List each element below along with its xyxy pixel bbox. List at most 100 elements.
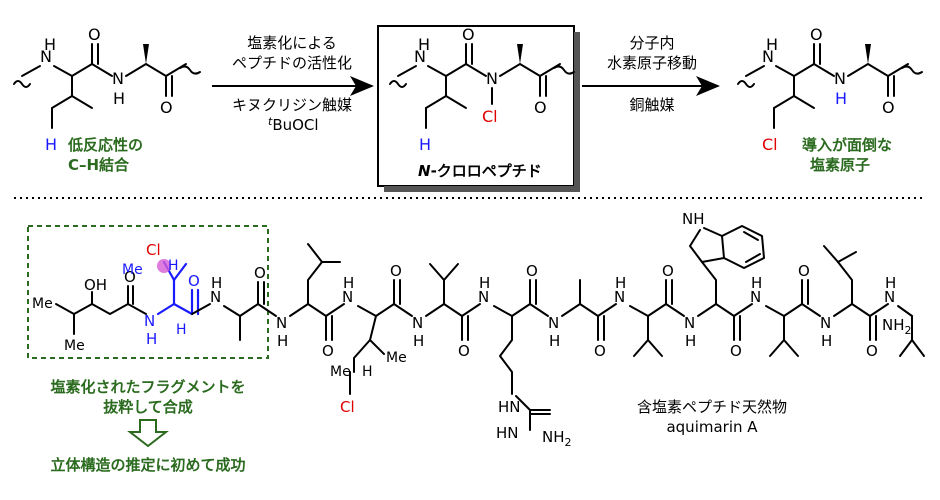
svg-text:N: N: [548, 314, 559, 332]
wavy-bond-right: [179, 65, 201, 75]
svg-text:O: O: [322, 342, 334, 360]
svg-text:H: H: [277, 332, 288, 350]
svg-text:NH: NH: [682, 210, 705, 228]
svg-text:N: N: [762, 47, 774, 66]
svg-text:O: O: [798, 262, 810, 280]
atom-n: N: [112, 69, 124, 88]
svg-text:Me: Me: [386, 350, 407, 366]
svg-text:H: H: [615, 274, 626, 292]
svg-text:O: O: [124, 268, 136, 286]
svg-text:HN: HN: [496, 424, 519, 442]
svg-text:N: N: [412, 314, 423, 332]
svg-text:N: N: [884, 288, 895, 306]
n-chloropeptide-box: N H O N Cl O H N-クロロペプチド: [377, 25, 580, 192]
svg-text:O: O: [534, 98, 547, 117]
svg-text:N: N: [144, 312, 155, 330]
svg-text:H: H: [418, 35, 430, 54]
svg-text:O: O: [594, 342, 606, 360]
svg-text:N: N: [342, 288, 353, 306]
svg-text:N: N: [834, 69, 846, 88]
svg-text:含塩素ペプチド天然物: 含塩素ペプチド天然物: [637, 398, 787, 416]
left-peptide-structure: N H O N H O H: [13, 25, 201, 154]
natural-product-label: 含塩素ペプチド天然物 aquimarin A: [637, 398, 787, 436]
down-arrow-icon: [127, 419, 169, 448]
svg-text:H: H: [885, 274, 896, 292]
svg-text:N: N: [820, 314, 831, 332]
svg-text:N: N: [750, 288, 761, 306]
svg-text:OH: OH: [84, 276, 107, 294]
svg-text:Me: Me: [122, 262, 143, 278]
svg-text:O: O: [730, 342, 742, 360]
atom-h: H: [113, 89, 125, 108]
svg-text:Me: Me: [330, 364, 351, 380]
svg-text:水素原子移動: 水素原子移動: [607, 54, 697, 72]
svg-text:aquimarin A: aquimarin A: [666, 418, 758, 436]
svg-text:N: N: [486, 69, 498, 88]
svg-text:N-クロロペプチド: N-クロロペプチド: [418, 162, 542, 180]
atom-h: H: [44, 35, 56, 54]
svg-text:C–H結合: C–H結合: [68, 156, 130, 174]
svg-text:H: H: [343, 274, 354, 292]
result-caption: 立体構造の推定に初めて成功: [50, 456, 245, 474]
aquimarin-structure: Me Me OH O N H Cl Me H H O N H O: [32, 210, 925, 449]
svg-text:O: O: [662, 262, 674, 280]
svg-text:H: H: [362, 364, 373, 380]
atom-n: N: [40, 47, 52, 66]
svg-text:分子内: 分子内: [629, 34, 674, 52]
svg-text:H: H: [146, 330, 157, 348]
svg-text:Me: Me: [64, 338, 85, 354]
arrow-1: 塩素化による ペプチドの活性化 キヌクリジン触媒 tBuOCl: [212, 34, 374, 134]
fragment-dashed-box: [27, 225, 269, 359]
atom-o: O: [160, 98, 173, 117]
svg-text:Me: Me: [32, 296, 53, 312]
svg-text:H: H: [549, 332, 560, 350]
svg-text:NH2: NH2: [542, 428, 572, 449]
highlighted-h-atom: H: [45, 135, 57, 154]
svg-text:O: O: [882, 98, 895, 117]
terminal-amine: NH2: [882, 316, 912, 337]
svg-text:H: H: [821, 332, 832, 350]
svg-text:O: O: [188, 272, 200, 290]
svg-text:H: H: [419, 135, 431, 154]
svg-text:銅触媒: 銅触媒: [629, 96, 674, 114]
svg-text:N: N: [276, 314, 287, 332]
svg-text:tBuOCl: tBuOCl: [268, 115, 319, 134]
svg-text:抜粋して合成: 抜粋して合成: [103, 398, 193, 416]
right-caption: 導入が面倒な 塩素原子: [802, 136, 892, 174]
svg-text:H: H: [479, 274, 490, 292]
chlorine-on-nitrogen: Cl: [482, 107, 498, 126]
svg-text:キヌクリジン触媒: キヌクリジン触媒: [232, 96, 352, 114]
wavy-bond-left: [13, 80, 31, 88]
svg-text:H: H: [211, 274, 222, 292]
highlighted-carbon: [157, 259, 171, 273]
svg-text:塩素化による: 塩素化による: [247, 34, 337, 52]
transferred-h-atom: H: [835, 89, 847, 108]
right-peptide-structure: N H O N H O Cl: [737, 25, 923, 154]
fragment-caption: 塩素化されたフラグメントを 抜粋して合成: [50, 378, 245, 416]
svg-text:O: O: [458, 342, 470, 360]
svg-text:HN: HN: [498, 398, 521, 416]
svg-text:O: O: [866, 342, 878, 360]
arrow-2: 分子内 水素原子移動 銅触媒: [582, 34, 720, 114]
svg-text:ペプチドの活性化: ペプチドの活性化: [232, 54, 352, 72]
atom-o: O: [88, 25, 101, 44]
svg-text:H: H: [751, 274, 762, 292]
svg-text:O: O: [390, 262, 402, 280]
svg-text:H: H: [168, 258, 179, 274]
svg-text:N: N: [210, 288, 221, 306]
svg-text:塩素原子: 塩素原子: [810, 156, 870, 174]
svg-text:導入が面倒な: 導入が面倒な: [802, 136, 892, 154]
svg-text:H: H: [176, 322, 187, 338]
svg-text:O: O: [810, 25, 823, 44]
svg-text:N: N: [478, 288, 489, 306]
left-caption: 低反応性の C–H結合: [67, 136, 143, 174]
svg-text:塩素化されたフラグメントを: 塩素化されたフラグメントを: [50, 378, 245, 396]
svg-text:H: H: [766, 35, 778, 54]
svg-text:Cl: Cl: [340, 398, 355, 416]
svg-text:H: H: [413, 332, 424, 350]
svg-text:Cl: Cl: [146, 241, 161, 259]
introduced-chlorine: Cl: [762, 135, 778, 154]
svg-text:H: H: [685, 332, 696, 350]
svg-text:N: N: [614, 288, 625, 306]
